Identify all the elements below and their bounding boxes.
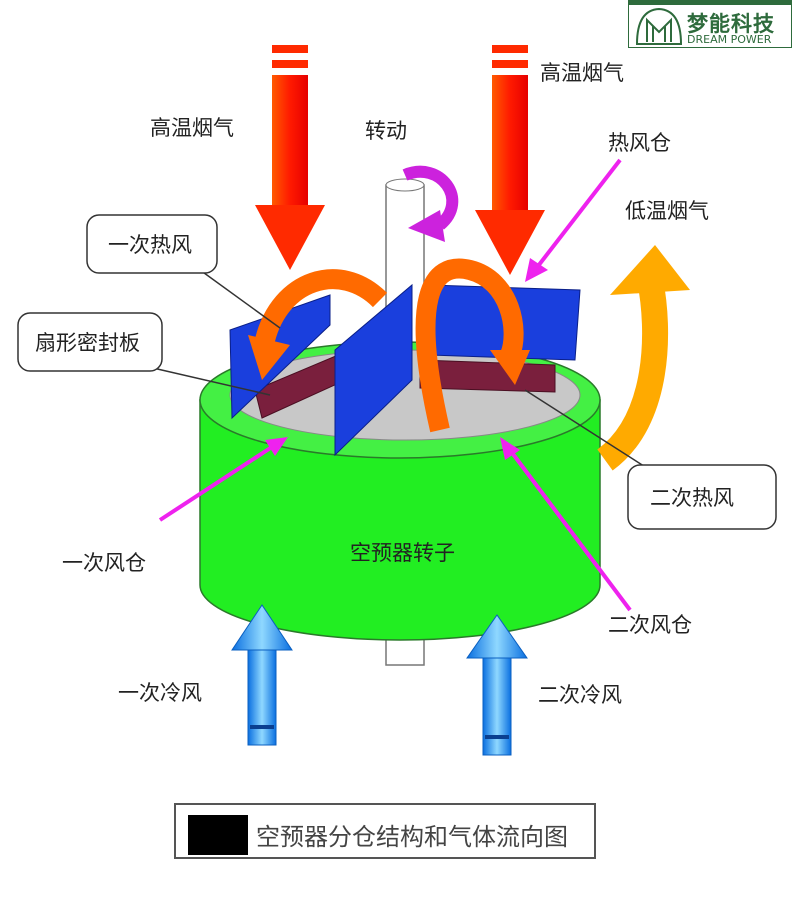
label-primary-cold-air: 一次冷风 xyxy=(118,681,202,705)
label-low-temp-flue-gas: 低温烟气 xyxy=(625,199,709,223)
secondary-hot-air-flow-arrow xyxy=(415,258,524,433)
flue-gas-arrow-right xyxy=(475,45,545,275)
label-high-temp-flue-gas-left: 高温烟气 xyxy=(150,116,234,140)
label-secondary-air-bin: 二次风仓 xyxy=(608,613,692,637)
caption-redaction-block xyxy=(188,815,248,855)
label-hot-air-bin: 热风仓 xyxy=(608,131,671,155)
logo-name-en: DREAM POWER xyxy=(687,33,772,46)
figure-caption: 空预器分仓结构和气体流向图 xyxy=(256,823,568,851)
flue-gas-arrow-left xyxy=(255,45,325,270)
label-sector-seal-plate: 扇形密封板 xyxy=(35,331,140,355)
logo-emblem-icon xyxy=(635,7,683,45)
rotation-arrowhead xyxy=(408,210,445,242)
callout-secondary-hot-air xyxy=(524,389,777,530)
primary-cold-air-arrow xyxy=(231,604,293,746)
pointer-lines xyxy=(158,158,632,612)
secondary-hot-air-arrowhead xyxy=(490,350,530,385)
low-temp-arrowhead xyxy=(610,245,690,295)
label-primary-air-bin: 一次风仓 xyxy=(62,551,146,575)
secondary-cold-air-arrow xyxy=(466,614,528,756)
shaft-top xyxy=(385,178,425,192)
label-primary-hot-air: 一次热风 xyxy=(108,233,192,257)
primary-hot-air-arrowhead xyxy=(248,335,290,380)
label-secondary-hot-air: 二次热风 xyxy=(650,486,734,510)
callout-primary-hot-air xyxy=(86,214,281,329)
label-secondary-cold-air: 二次冷风 xyxy=(538,683,622,707)
figure-caption-box: 空预器分仓结构和气体流向图 xyxy=(174,803,596,859)
low-temp-flue-gas-arrow xyxy=(596,277,669,471)
logo-name-cn: 梦能科技 xyxy=(687,12,775,36)
label-high-temp-flue-gas-right: 高温烟气 xyxy=(540,61,624,85)
brand-logo: 梦能科技 DREAM POWER xyxy=(628,0,792,48)
rotation-arrow xyxy=(402,165,459,230)
label-rotation: 转动 xyxy=(365,119,407,143)
primary-hot-air-flow-arrow xyxy=(255,269,388,343)
label-rotor: 空预器转子 xyxy=(350,541,455,565)
callout-sector-seal-plate xyxy=(17,312,271,396)
